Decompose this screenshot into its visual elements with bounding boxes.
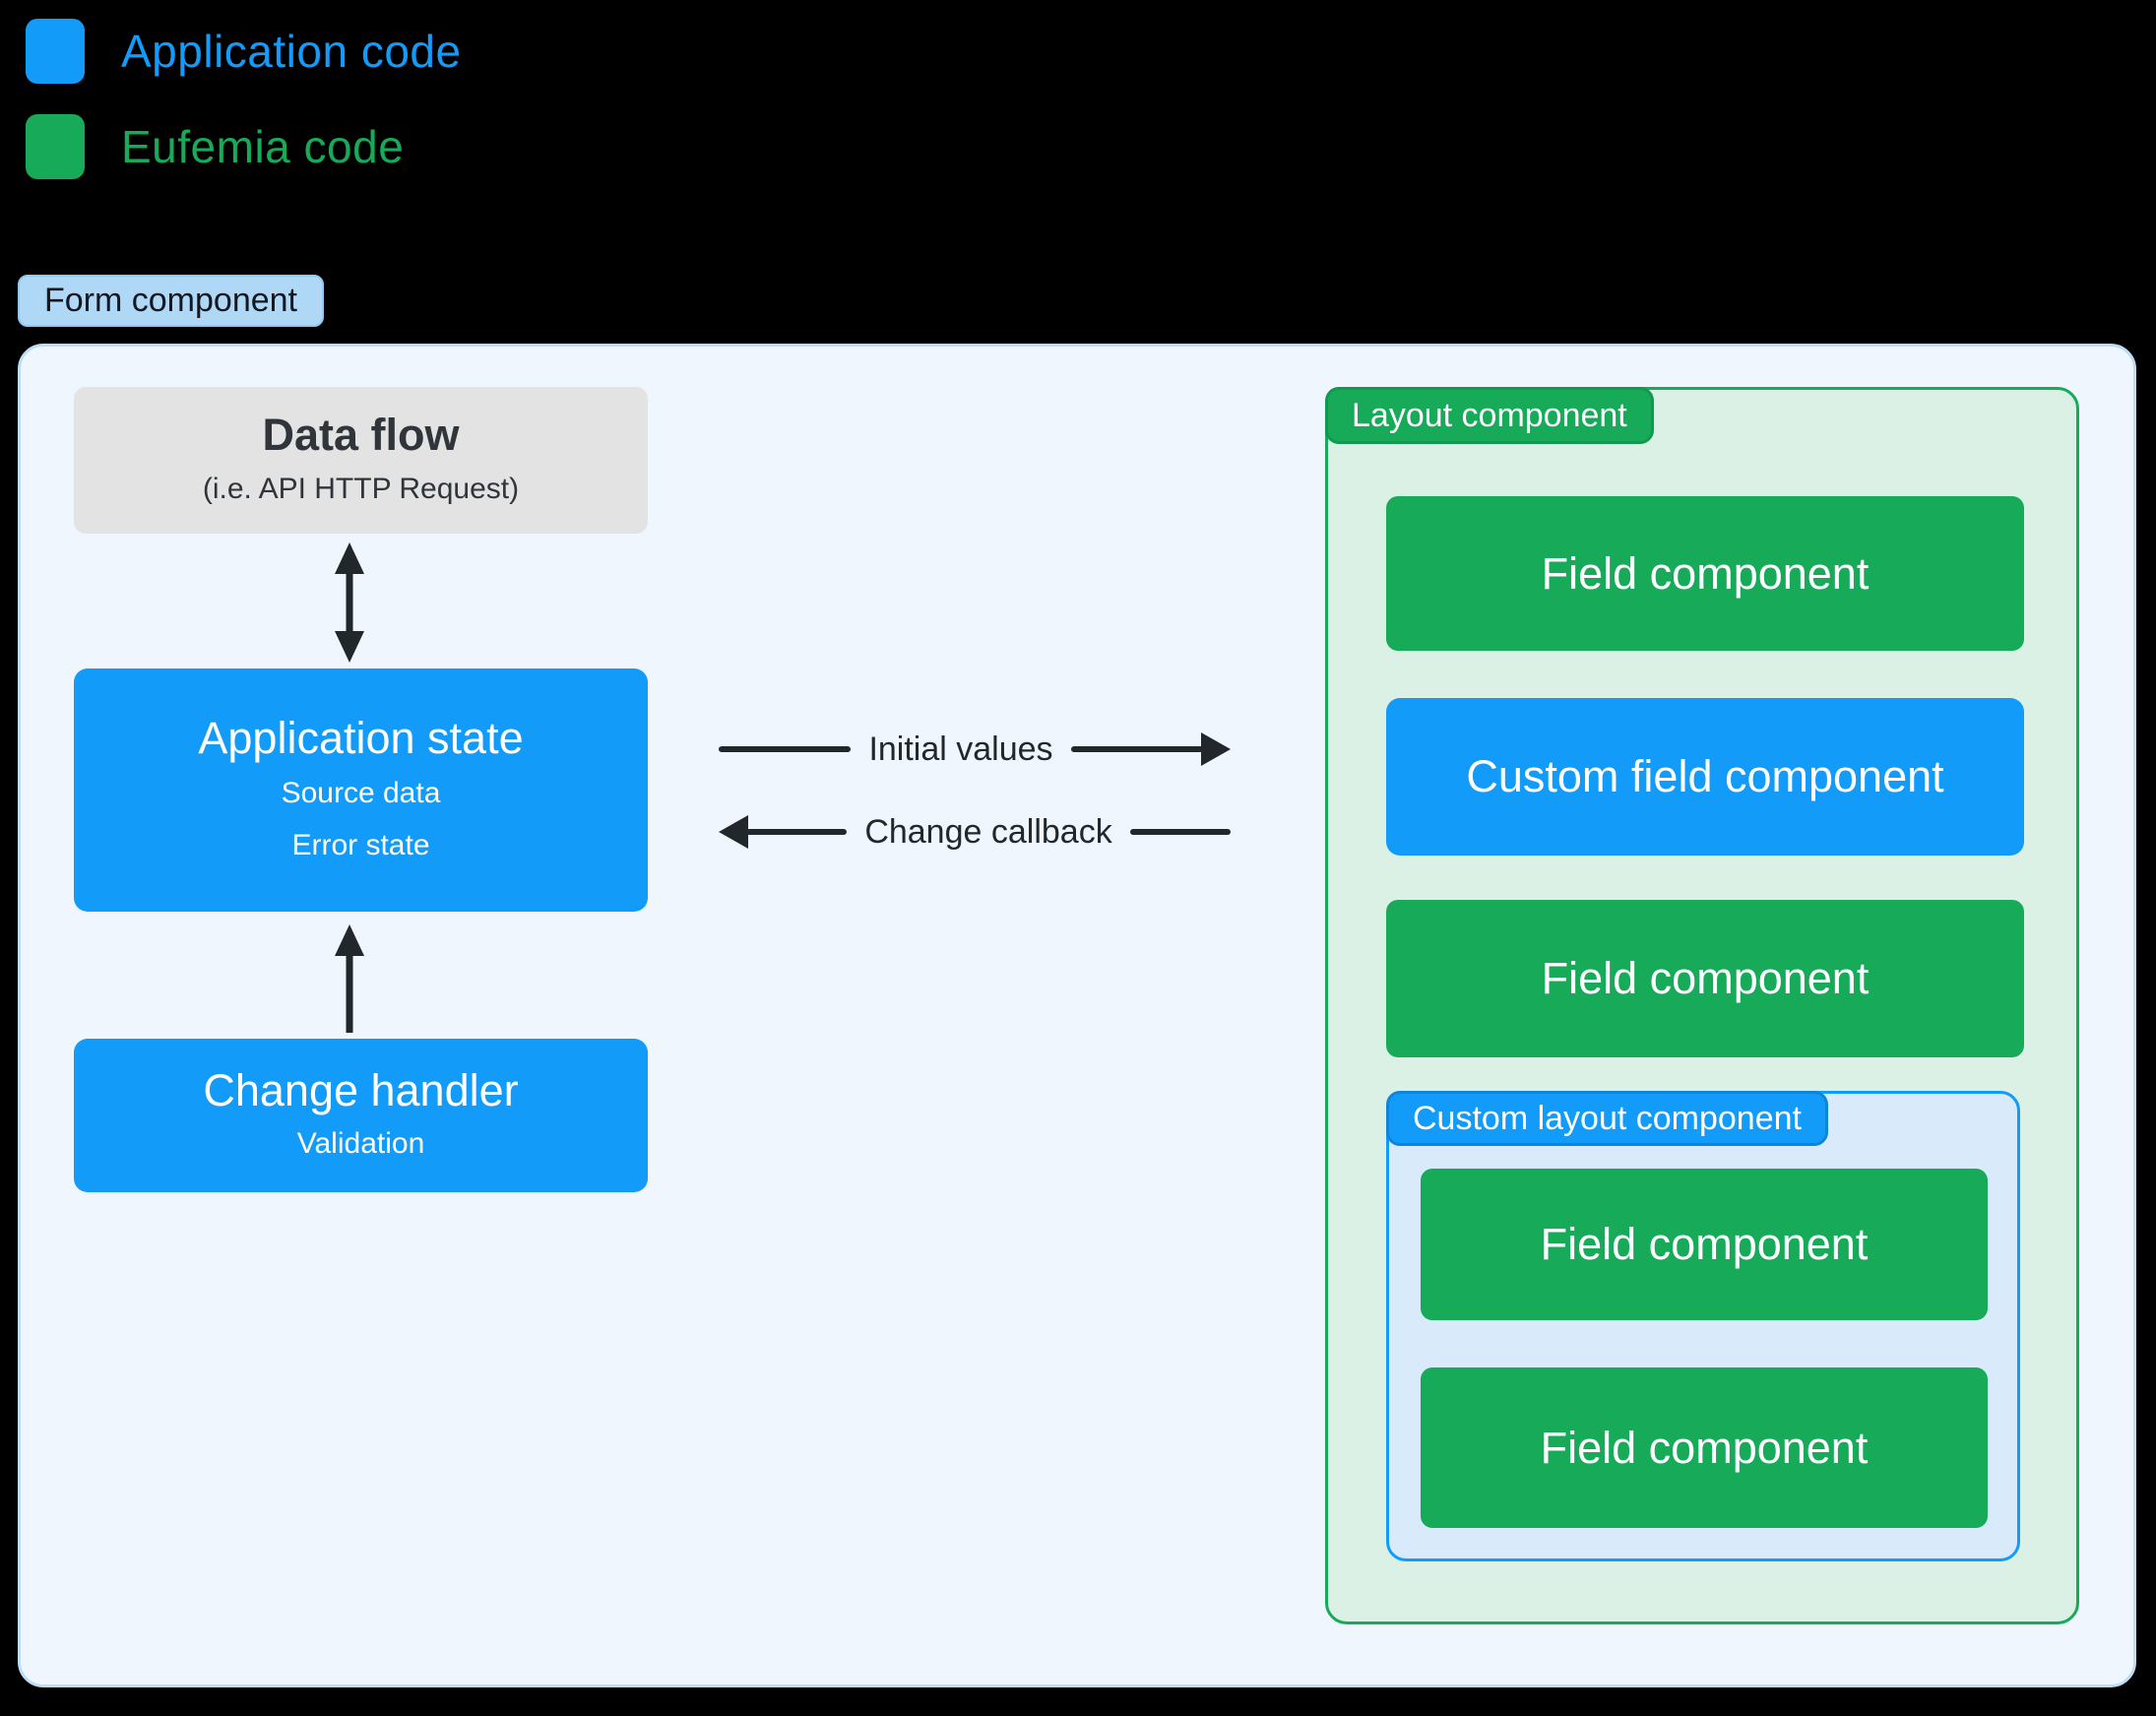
layout-component-container: Layout component Field component Custom … <box>1325 387 2079 1624</box>
arrow-line <box>719 746 852 752</box>
arrowhead-right-icon <box>1201 732 1232 766</box>
application-state-line-source-data: Source data <box>281 777 441 810</box>
form-component-label: Form component <box>18 275 324 327</box>
application-state-box: Application state Source data Error stat… <box>74 668 648 912</box>
application-state-line-error-state: Error state <box>291 829 430 862</box>
initial-values-arrow: Initial values <box>719 726 1232 773</box>
layout-component-label: Layout component <box>1325 387 1654 444</box>
custom-field-component-title: Custom field component <box>1466 751 1944 802</box>
change-callback-arrow: Change callback <box>719 808 1232 856</box>
legend-label-application-code: Application code <box>121 26 462 77</box>
bidirectional-arrow-icon <box>335 542 364 663</box>
initial-values-arrow-label: Initial values <box>868 730 1053 768</box>
change-handler-line-validation: Validation <box>296 1127 425 1161</box>
field-component-box: Field component <box>1421 1367 1988 1528</box>
change-callback-arrow-label: Change callback <box>864 812 1112 851</box>
arrowhead-left-icon <box>719 815 748 849</box>
field-component-title: Field component <box>1541 953 1870 1004</box>
field-component-title: Field component <box>1540 1219 1869 1270</box>
data-flow-title: Data flow <box>262 410 460 461</box>
custom-layout-component-container: Custom layout component Field component … <box>1386 1091 2020 1561</box>
eufemia-code-swatch-icon <box>26 114 85 179</box>
application-code-swatch-icon <box>26 19 85 84</box>
change-handler-title: Change handler <box>203 1064 519 1115</box>
form-component-container: Data flow (i.e. API HTTP Request) Applic… <box>18 344 2136 1687</box>
custom-field-component-box: Custom field component <box>1386 698 2024 856</box>
change-handler-box: Change handler Validation <box>74 1039 648 1192</box>
field-component-title: Field component <box>1541 547 1870 599</box>
legend-item-application-code: Application code <box>26 12 462 91</box>
arrow-line <box>1070 746 1204 752</box>
field-component-box: Field component <box>1386 496 2024 651</box>
field-component-title: Field component <box>1540 1422 1869 1473</box>
legend-label-eufemia-code: Eufemia code <box>121 121 405 172</box>
field-component-box: Field component <box>1386 900 2024 1057</box>
data-flow-box: Data flow (i.e. API HTTP Request) <box>74 387 648 534</box>
application-state-title: Application state <box>198 712 524 763</box>
arrow-line <box>1129 829 1232 835</box>
up-arrow-icon <box>335 924 364 1033</box>
data-flow-subtitle: (i.e. API HTTP Request) <box>202 472 520 505</box>
custom-layout-component-label: Custom layout component <box>1386 1091 1828 1146</box>
field-component-box: Field component <box>1421 1169 1988 1320</box>
legend-item-eufemia-code: Eufemia code <box>26 107 404 186</box>
arrow-line <box>746 829 848 835</box>
